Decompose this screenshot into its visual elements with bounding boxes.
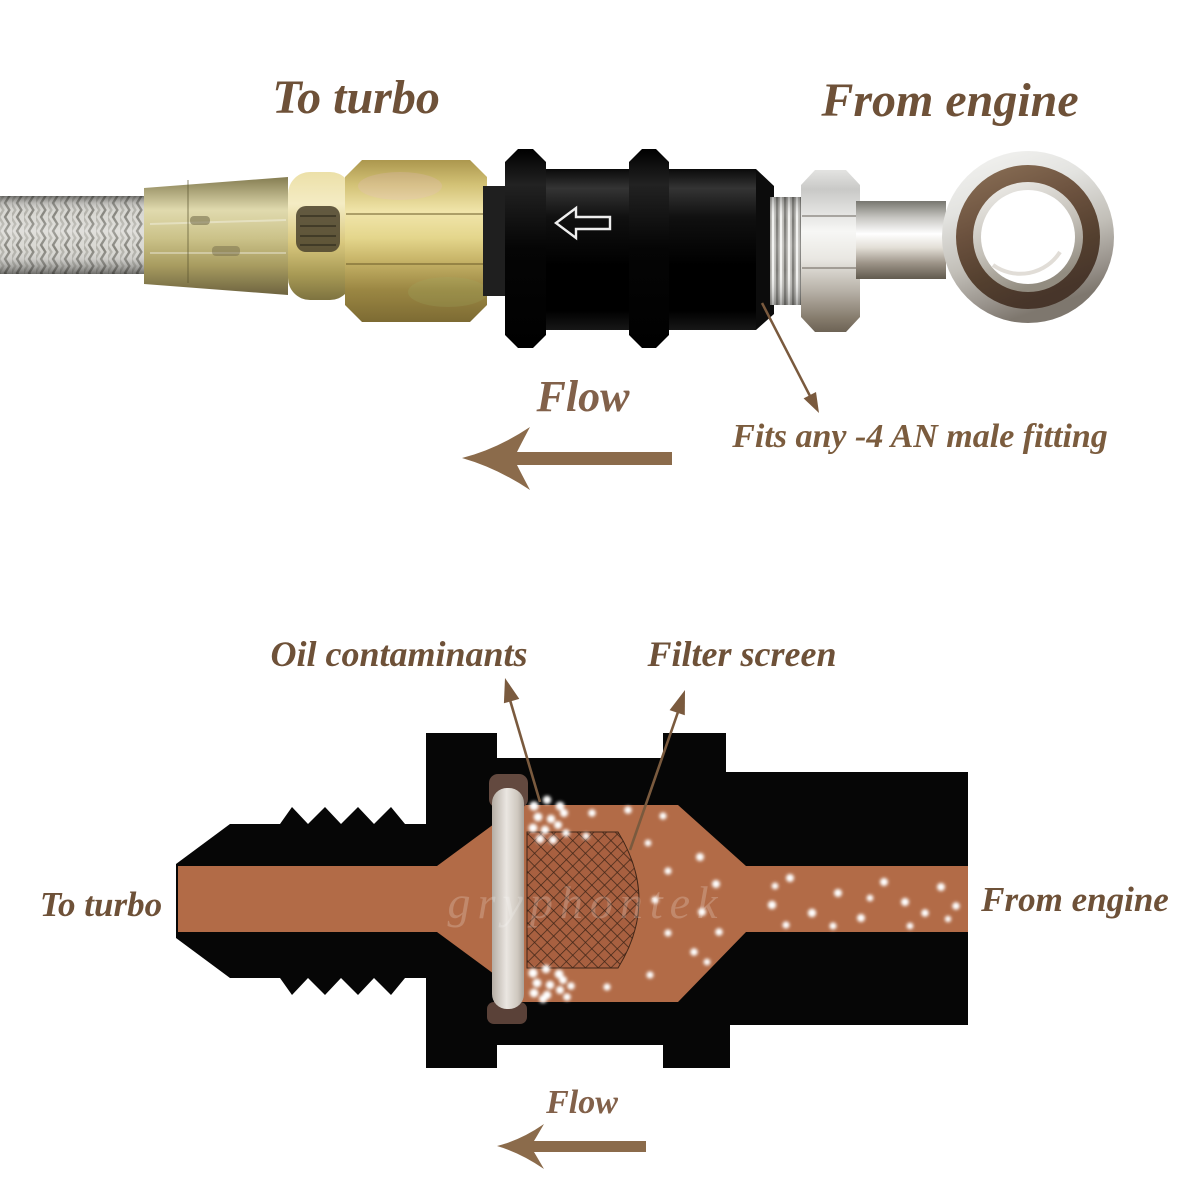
contaminant-dots	[528, 795, 960, 1003]
filter-hex-ring	[505, 149, 546, 348]
photo-label-to-turbo: To turbo	[272, 71, 440, 124]
cross-section-diagram: gryphontek Oil contaminants Filter scree…	[40, 634, 1169, 1169]
flow-arrow-icon	[497, 1124, 646, 1169]
annotation-arrow-icon	[760, 302, 819, 413]
spacer-washer	[483, 186, 509, 296]
braided-hose	[0, 196, 152, 274]
male-threads	[770, 197, 803, 305]
diagram-flow-label: Flow	[545, 1084, 618, 1121]
gold-hex-nut	[345, 160, 488, 322]
filter-end-taper	[756, 169, 774, 330]
silver-hex-nut	[801, 170, 860, 332]
diagram-label-filter-screen: Filter screen	[647, 634, 837, 674]
fitting-note: Fits any -4 AN male fitting	[731, 418, 1108, 455]
screen-retainer	[487, 774, 528, 1024]
watermark-text: gryphontek	[448, 877, 725, 928]
diagram-label-from-engine: From engine	[980, 880, 1169, 919]
oil-contaminants-arrow-icon	[503, 678, 542, 803]
photo-section: To turbo From engine	[0, 71, 1114, 490]
filter-screen-mesh	[526, 831, 640, 969]
flow-direction-arrow-icon	[554, 205, 612, 241]
flow-arrow-icon	[462, 427, 672, 490]
filter-hex-ring	[629, 149, 669, 348]
retainer-cap-bottom	[487, 1002, 527, 1024]
banjo-shaft	[856, 201, 946, 279]
inline-filter-body	[505, 149, 774, 348]
diagram-label-oil-contaminants: Oil contaminants	[270, 634, 527, 674]
hose-socket-shoulder	[288, 172, 352, 300]
socket-stamp-mark	[212, 246, 240, 256]
photo-label-from-engine: From engine	[820, 74, 1078, 127]
retainer-bar	[492, 788, 524, 1009]
socket-stamp-mark	[190, 216, 210, 225]
filter-screen-arrow-icon	[628, 690, 685, 851]
banjo-bore-hole	[981, 190, 1075, 284]
banjo-eye	[942, 151, 1114, 323]
photo-flow-label: Flow	[536, 372, 631, 421]
knurl-band	[296, 206, 340, 252]
diagram-label-to-turbo: To turbo	[40, 885, 162, 924]
hose-socket-fitting	[144, 177, 288, 295]
